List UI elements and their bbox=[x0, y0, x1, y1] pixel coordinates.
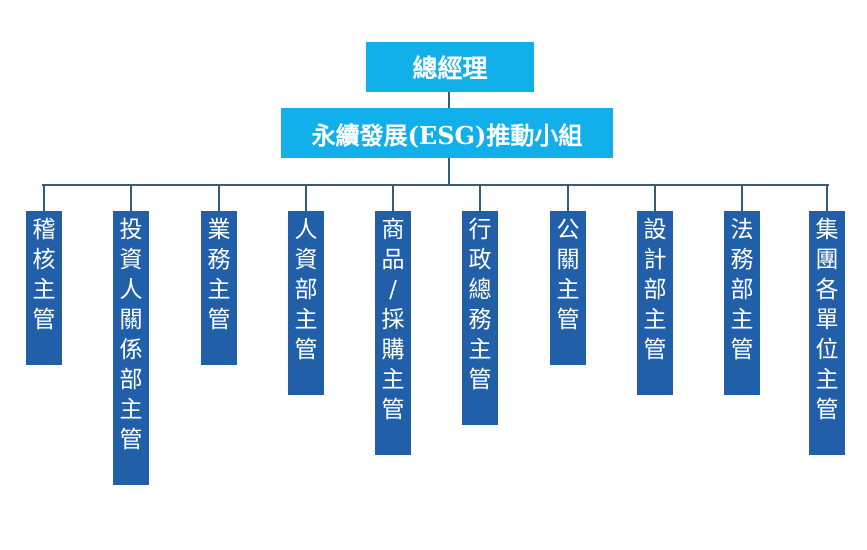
department-label-char: 務 bbox=[730, 247, 754, 273]
department-label-char: 主 bbox=[119, 397, 143, 423]
department-label-char: 關 bbox=[119, 307, 143, 333]
department-label-char: 主 bbox=[294, 307, 318, 333]
department-label-char: 部 bbox=[730, 277, 754, 303]
department-label-char: 管 bbox=[207, 307, 231, 333]
connector-drop bbox=[43, 184, 45, 211]
department-label-char: 管 bbox=[294, 337, 318, 363]
department-box: 稽核主管 bbox=[26, 211, 62, 365]
department-label-char: 購 bbox=[381, 337, 405, 363]
department-label-char: 投 bbox=[119, 217, 143, 243]
department-label-char: 核 bbox=[32, 247, 56, 273]
department-label-char: 主 bbox=[730, 307, 754, 333]
connector-drop bbox=[567, 184, 569, 211]
department-label-char: 主 bbox=[643, 307, 667, 333]
department-box: 投資人關係部主管 bbox=[113, 211, 149, 485]
department-label-char: 主 bbox=[32, 277, 56, 303]
department-label-char: 計 bbox=[643, 247, 667, 273]
department-label-char: 主 bbox=[468, 337, 492, 363]
department-label-char: / bbox=[389, 277, 397, 303]
department-label-char: 主 bbox=[556, 277, 580, 303]
department-box: 商品 / 採購主管 bbox=[375, 211, 411, 455]
department-label-char: 公 bbox=[556, 217, 580, 243]
connector-esg-bus bbox=[448, 158, 450, 185]
department-label-char: 主 bbox=[381, 367, 405, 393]
department-box: 集團各單位主管 bbox=[809, 211, 845, 455]
department-label-char: 品 bbox=[381, 247, 405, 273]
department-label-char: 關 bbox=[556, 247, 580, 273]
connector-drop bbox=[218, 184, 220, 211]
department-label-char: 資 bbox=[119, 247, 143, 273]
department-box: 法務部主管 bbox=[724, 211, 760, 395]
department-box: 公關主管 bbox=[550, 211, 586, 365]
department-label-char: 總 bbox=[468, 277, 492, 303]
department-label-char: 位 bbox=[815, 337, 839, 363]
department-box: 人資部主管 bbox=[288, 211, 324, 395]
department-label-char: 管 bbox=[468, 367, 492, 393]
connector-drop bbox=[130, 184, 132, 211]
department-label-char: 管 bbox=[381, 397, 405, 423]
general-manager-label: 總經理 bbox=[412, 54, 488, 83]
connector-drop bbox=[654, 184, 656, 211]
department-label-char: 政 bbox=[468, 247, 492, 273]
connector-drop bbox=[741, 184, 743, 211]
department-label-char: 係 bbox=[119, 337, 143, 363]
connector-drop bbox=[305, 184, 307, 211]
department-label-char: 設 bbox=[643, 217, 667, 243]
department-label-char: 務 bbox=[468, 307, 492, 333]
department-label-char: 務 bbox=[207, 247, 231, 273]
general-manager-box: 總經理 bbox=[366, 42, 534, 92]
department-label-char: 管 bbox=[815, 397, 839, 423]
department-label-char: 業 bbox=[207, 217, 231, 243]
department-label-char: 行 bbox=[468, 217, 492, 243]
department-label-char: 主 bbox=[207, 277, 231, 303]
department-label-char: 管 bbox=[556, 307, 580, 333]
connector-ceo-esg bbox=[448, 92, 450, 108]
department-label-char: 資 bbox=[294, 247, 318, 273]
department-label-char: 單 bbox=[815, 307, 839, 333]
connector-horizontal-bus bbox=[42, 184, 829, 186]
connector-drop bbox=[479, 184, 481, 211]
department-label-char: 團 bbox=[815, 247, 839, 273]
connector-drop bbox=[826, 184, 828, 211]
department-label-char: 集 bbox=[815, 217, 839, 243]
department-label-char: 管 bbox=[119, 427, 143, 453]
department-label-char: 部 bbox=[643, 277, 667, 303]
department-label-char: 部 bbox=[119, 367, 143, 393]
department-label-char: 部 bbox=[294, 277, 318, 303]
department-label-char: 管 bbox=[32, 307, 56, 333]
department-label-char: 各 bbox=[815, 277, 839, 303]
department-box: 設計部主管 bbox=[637, 211, 673, 395]
department-label-char: 管 bbox=[643, 337, 667, 363]
department-label-char: 人 bbox=[294, 217, 318, 243]
department-label-char: 法 bbox=[730, 217, 754, 243]
department-label-char: 管 bbox=[730, 337, 754, 363]
connector-drop bbox=[392, 184, 394, 211]
department-label-char: 商 bbox=[381, 217, 405, 243]
department-box: 行政總務主管 bbox=[462, 211, 498, 425]
department-label-char: 主 bbox=[815, 367, 839, 393]
esg-committee-label: 永續發展(ESG)推動小組 bbox=[311, 120, 583, 150]
department-label-char: 稽 bbox=[32, 217, 56, 243]
department-label-char: 人 bbox=[119, 277, 143, 303]
esg-committee-box: 永續發展(ESG)推動小組 bbox=[281, 108, 613, 158]
department-label-char: 採 bbox=[381, 307, 405, 333]
department-box: 業務主管 bbox=[201, 211, 237, 365]
